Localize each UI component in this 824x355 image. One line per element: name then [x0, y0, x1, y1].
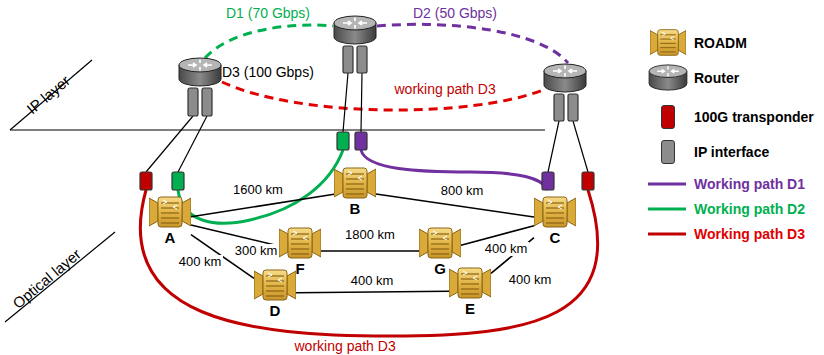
- distance-label: 400 km: [349, 274, 396, 289]
- legend-text: Router: [694, 70, 739, 86]
- node-label: B: [334, 201, 376, 217]
- transponder: [542, 172, 554, 190]
- distance-label: 400 km: [177, 255, 224, 270]
- legend-text: Working path D3: [694, 226, 805, 242]
- wire: [146, 116, 193, 172]
- node-label: E: [449, 301, 491, 317]
- ip-interface: [568, 94, 578, 121]
- roadm-icon: [449, 265, 491, 301]
- working-path-d2: [178, 150, 343, 223]
- legend-router-icon: [649, 65, 687, 90]
- distance-label: 1600 km: [231, 183, 285, 198]
- legend-swatch: [661, 105, 675, 129]
- ip-plane-edge: [10, 60, 92, 130]
- working-path-d3: [140, 190, 597, 336]
- roadm-node: B: [334, 165, 376, 217]
- router-icon: [179, 58, 221, 86]
- legend-text: IP interface: [694, 144, 769, 160]
- roadm-node: D: [254, 267, 296, 319]
- roadm-node: F: [279, 225, 321, 277]
- distance-label: 300 km: [233, 244, 280, 259]
- legend-text: Working path D1: [694, 176, 805, 192]
- layer-label: Optical layer: [9, 245, 84, 312]
- wire: [573, 121, 588, 172]
- legend-line: [648, 233, 686, 236]
- legend-text: ROADM: [694, 35, 747, 51]
- transponder: [140, 172, 152, 190]
- demand-label: D3 (100 Gbps): [222, 64, 314, 80]
- ip-interface: [343, 46, 353, 73]
- transponder: [172, 172, 184, 190]
- layer-planes: [5, 60, 545, 322]
- legend-line: [648, 183, 686, 186]
- legend-roadm-icon: [650, 30, 686, 56]
- demand-d3: [222, 82, 543, 110]
- legend-samples: [648, 30, 687, 234]
- ip-plane-edge: [10, 129, 545, 130]
- roadm-node: A: [149, 194, 191, 246]
- roadm-icon: [254, 267, 296, 303]
- demand-d2: [377, 24, 568, 63]
- working-paths: [140, 150, 597, 336]
- routers: [179, 16, 586, 92]
- roadm-node: C: [534, 194, 576, 246]
- fiber-link: [191, 194, 334, 216]
- ip-interface: [357, 46, 367, 73]
- distance-label: 400 km: [507, 273, 554, 288]
- path-label: working path D3: [395, 81, 496, 97]
- legend-line: [648, 208, 686, 211]
- roadm-node: G: [419, 225, 461, 277]
- wire: [361, 73, 362, 132]
- node-label: A: [149, 230, 191, 246]
- distance-label: 800 km: [439, 184, 486, 199]
- transponder: [355, 132, 367, 150]
- roadm-icon: [334, 165, 376, 201]
- optical-plane-edge: [5, 232, 115, 322]
- demand-label: D2 (50 Gbps): [413, 5, 497, 21]
- fiber-link: [321, 250, 419, 252]
- transponder: [582, 172, 594, 190]
- layer-label: IP layer: [23, 71, 73, 117]
- roadm-icon: [534, 194, 576, 230]
- legend-swatch: [661, 140, 675, 164]
- roadm-icon: [419, 225, 461, 261]
- legend-text: 100G transponder: [694, 109, 814, 125]
- ip-interface: [202, 88, 212, 116]
- node-label: C: [534, 230, 576, 246]
- legend-text: Working path D2: [694, 201, 805, 217]
- router-icon: [334, 16, 376, 44]
- distance-label: 1800 km: [343, 228, 397, 243]
- path-label: working path D3: [295, 338, 396, 354]
- ip-demand-lines: [205, 24, 568, 110]
- node-label: D: [254, 303, 296, 319]
- roadm-node: E: [449, 265, 491, 317]
- roadm-icon: [149, 194, 191, 230]
- distance-label: 400 km: [483, 242, 530, 257]
- transponder: [337, 132, 349, 150]
- wire: [343, 73, 348, 132]
- wire: [548, 121, 559, 172]
- roadm-icon: [279, 225, 321, 261]
- router-icon: [544, 64, 586, 92]
- ip-interface: [554, 94, 564, 121]
- fiber-link: [296, 291, 449, 293]
- demand-label: D1 (70 Gbps): [226, 5, 310, 21]
- ip-interfaces: [188, 46, 578, 121]
- wire: [178, 116, 207, 172]
- demand-d1: [205, 25, 333, 58]
- ip-interface: [188, 88, 198, 116]
